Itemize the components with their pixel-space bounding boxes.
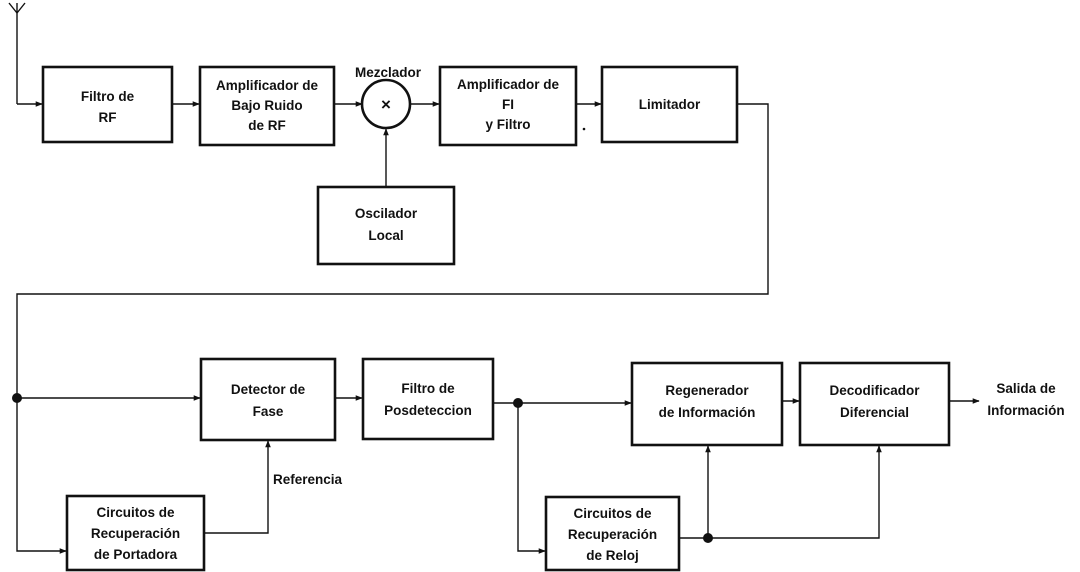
block-label: Detector de [231, 382, 306, 397]
block-label: Oscilador [355, 206, 418, 221]
block-label: Amplificador de [216, 78, 319, 93]
antenna-icon [8, 2, 26, 104]
block-label: Filtro de [401, 381, 455, 396]
signal-wires [16, 101, 980, 554]
output-label: Salida de Información [987, 381, 1064, 418]
block-label: Diferencial [840, 405, 909, 420]
block-label: Circuitos de [96, 505, 175, 520]
block-label: Fase [253, 404, 284, 419]
block-oscilador-local: Oscilador Local [316, 185, 456, 266]
block-recuperacion-portadora: Circuitos de Recuperación de Portadora [65, 494, 206, 572]
block-label: RF [99, 110, 117, 125]
block-label: de Información [659, 405, 756, 420]
mixer-label: Mezclador [355, 65, 422, 80]
block-label: Posdeteccion [384, 403, 472, 418]
mixer: Mezclador × [355, 65, 422, 130]
block-label: Limitador [639, 97, 701, 112]
block-decodificador: Decodificador Diferencial [798, 361, 951, 447]
block-label: y Filtro [485, 117, 530, 132]
block-amplificador-bajo-ruido: Amplificador de Bajo Ruido de RF [198, 65, 336, 147]
block-label: Bajo Ruido [231, 98, 302, 113]
block-label: Local [368, 228, 403, 243]
block-label: Circuitos de [573, 506, 652, 521]
block-detector-fase: Detector de Fase [199, 357, 337, 442]
block-label: Decodificador [829, 383, 920, 398]
block-amplificador-fi: Amplificador de FI y Filtro [438, 65, 578, 147]
block-label: de Reloj [586, 548, 639, 563]
block-label: Recuperación [568, 527, 657, 542]
multiply-icon: × [381, 95, 391, 114]
block-regenerador: Regenerador de Información [630, 361, 784, 447]
output-label-line: Información [987, 403, 1064, 418]
block-label: de RF [248, 118, 286, 133]
junction-dot [12, 393, 22, 403]
speck [582, 127, 586, 131]
block-label: FI [502, 97, 514, 112]
referencia-label: Referencia [273, 472, 343, 487]
block-label: Amplificador de [457, 77, 560, 92]
block-label: Recuperación [91, 526, 180, 541]
block-limitador: Limitador [600, 65, 739, 144]
output-label-line: Salida de [996, 381, 1056, 396]
block-recuperacion-reloj: Circuitos de Recuperación de Reloj [544, 495, 681, 572]
junction-dot [703, 533, 713, 543]
block-filtro-rf: Filtro de RF [41, 65, 174, 144]
block-label: de Portadora [94, 547, 178, 562]
block-filtro-posdeteccion: Filtro de Posdeteccion [361, 357, 495, 441]
block-label: Filtro de [81, 89, 135, 104]
block-label: Regenerador [665, 383, 749, 398]
junction-dot [513, 398, 523, 408]
